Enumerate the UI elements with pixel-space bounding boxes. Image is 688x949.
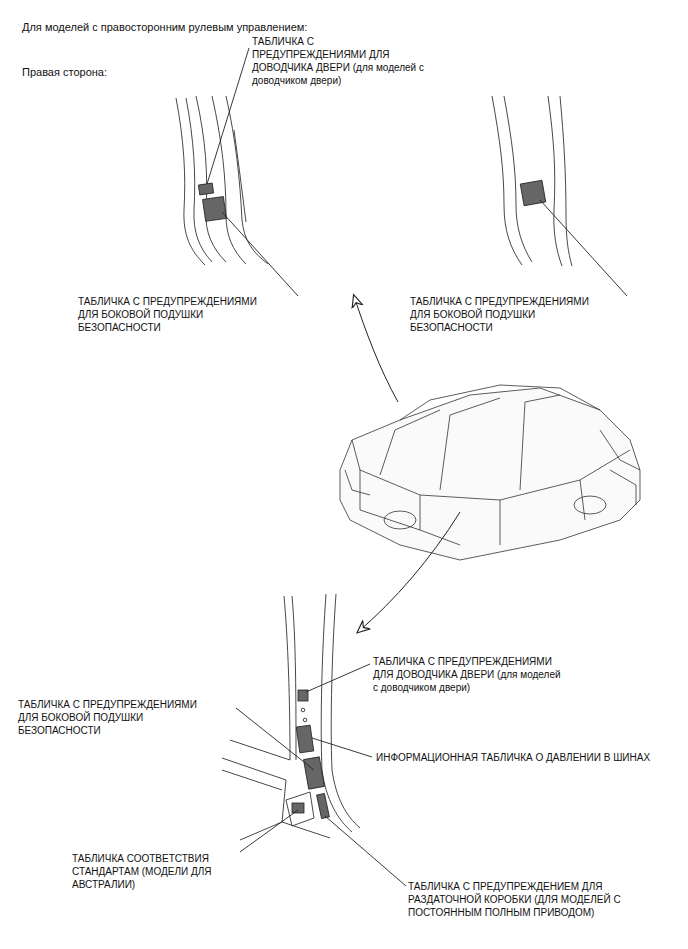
page-title: Для моделей с правосторонним рулевым упр… — [22, 20, 542, 34]
callout-label: ТАБЛИЧКА СООТВЕТСТВИЯ СТАНДАРТАМ (МОДЕЛИ… — [72, 852, 232, 891]
section-heading: Правая сторона: — [22, 66, 222, 79]
callout-label: ТАБЛИЧКА С ПРЕДУПРЕЖДЕНИЕМ ДЛЯ РАЗДАТОЧН… — [408, 880, 658, 919]
label-plates-bottom — [292, 690, 329, 819]
callout-label: ТАБЛИЧКА С ПРЕДУПРЕЖДЕНИЯМИ ДЛЯ ДОВОДЧИК… — [252, 35, 430, 87]
callout-label: ТАБЛИЧКА С ПРЕДУПРЕЖДЕНИЯМИ ДЛЯ БОКОВОЙ … — [18, 698, 208, 737]
pillar-bottom — [222, 594, 360, 840]
callout-label: ИНФОРМАЦИОННАЯ ТАБЛИЧКА О ДАВЛЕНИИ В ШИН… — [376, 751, 681, 764]
car-body — [340, 385, 640, 560]
pillar-top-right — [492, 96, 572, 266]
callout-label: ТАБЛИЧКА С ПРЕДУПРЕЖДЕНИЯМИ ДЛЯ ДОВОДЧИК… — [373, 655, 563, 694]
view-arrows — [354, 296, 460, 632]
pillar-top-left — [176, 96, 268, 265]
callout-label: ТАБЛИЧКА С ПРЕДУПРЕЖДЕНИЯМИ ДЛЯ БОКОВОЙ … — [410, 295, 600, 334]
label-plates-top-left — [198, 183, 226, 221]
callout-label: ТАБЛИЧКА С ПРЕДУПРЕЖДЕНИЯМИ ДЛЯ БОКОВОЙ … — [78, 295, 268, 334]
